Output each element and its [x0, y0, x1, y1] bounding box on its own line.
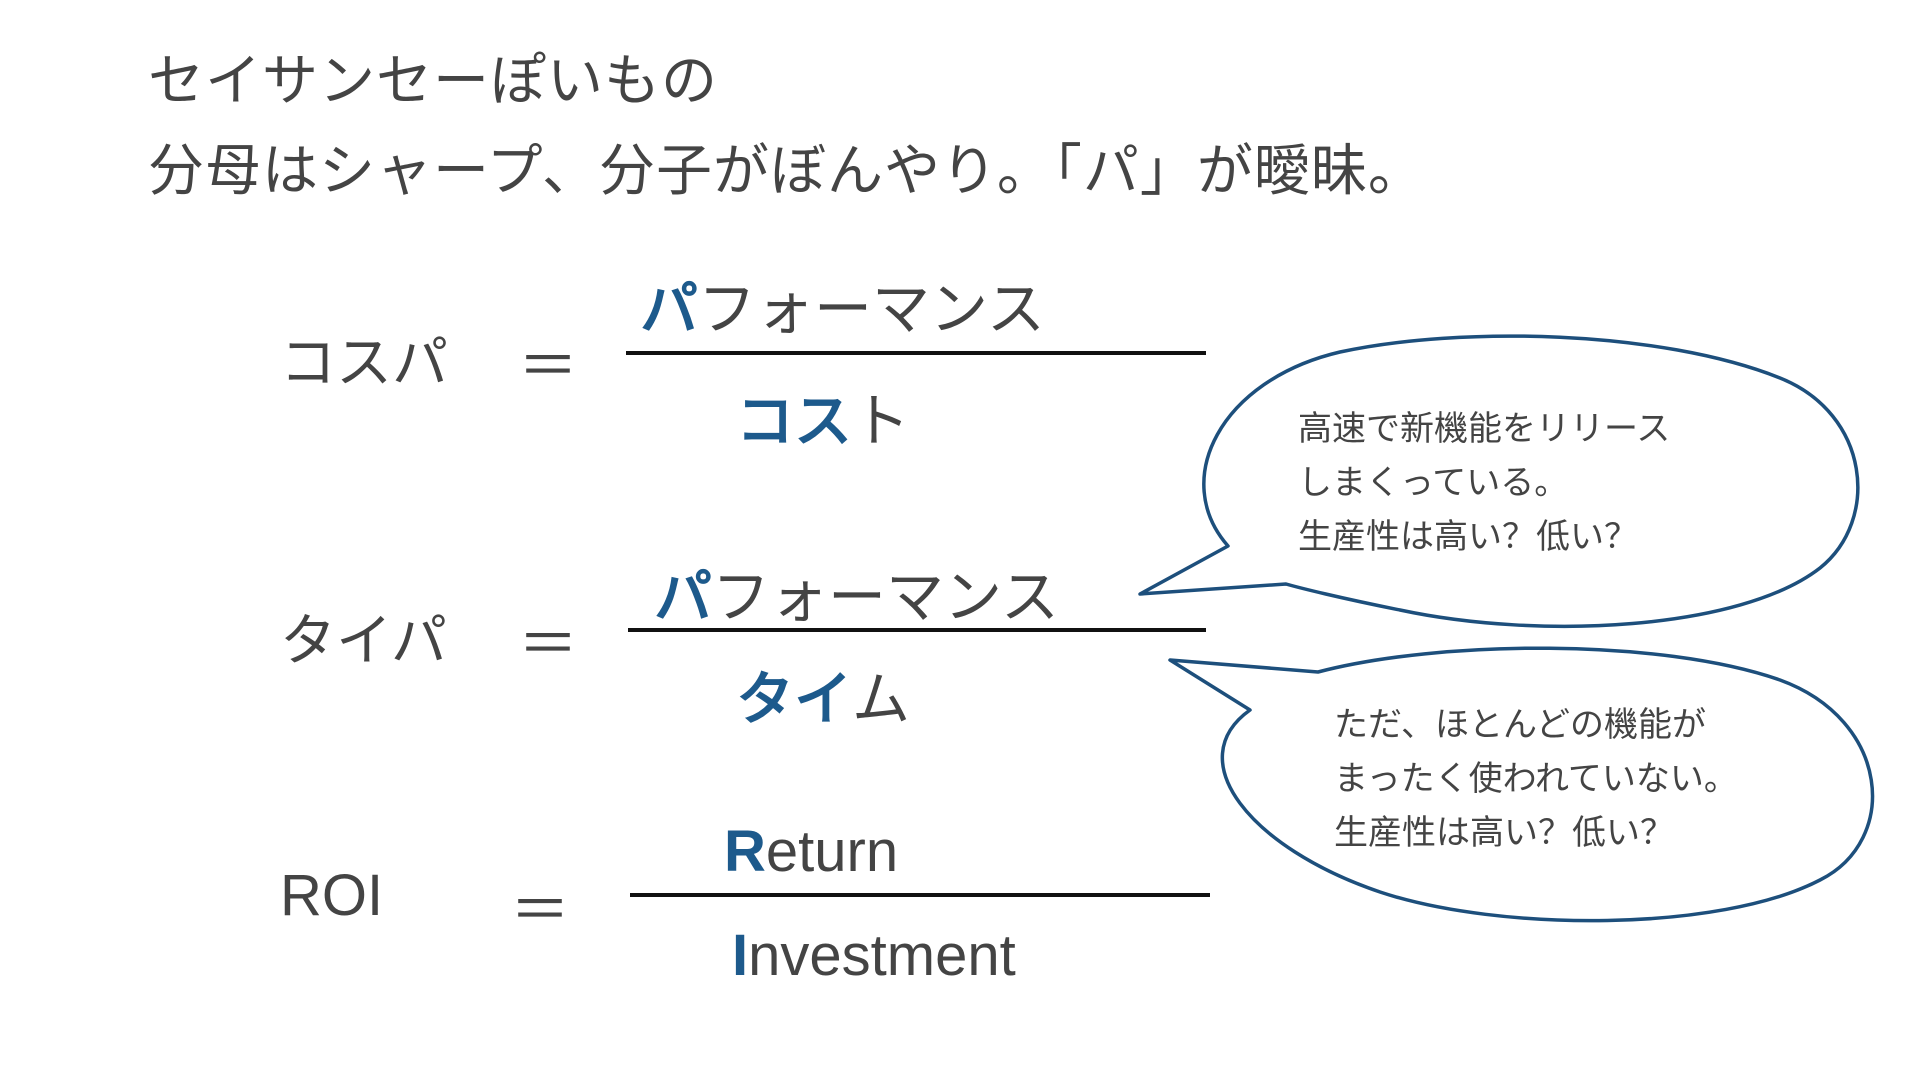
denominator-rest: ト: [852, 387, 911, 455]
formula-roi-equals: ＝: [510, 876, 570, 946]
heading-line-2: 分母はシャープ、分子がぼんやり。「パ」が曖昧。: [148, 139, 1425, 204]
formula-cospa-label: コスパ: [280, 331, 448, 396]
formula-taipa-numerator: パフォーマンス: [654, 550, 1059, 634]
formula-roi-label: ROI: [280, 863, 384, 928]
bubble-1-line-1: 高速で新機能をリリース: [1298, 409, 1671, 449]
bubble-2-line-3: 生産性は高い？低い？: [1334, 813, 1674, 853]
denominator-highlight: コス: [736, 387, 853, 455]
denominator-highlight: タイ: [736, 665, 853, 733]
formula-cospa-numerator: パフォーマンス: [640, 262, 1045, 346]
numerator-rest: フォーマンス: [712, 563, 1059, 631]
numerator-highlight: パ: [654, 563, 713, 631]
speech-bubble-1-shape: [1138, 334, 1860, 629]
numerator-highlight: R: [724, 819, 766, 884]
formula-taipa-denominator: タイム: [736, 652, 910, 736]
heading-line-1: セイサンセーぽいもの: [148, 49, 718, 114]
formula-taipa-equals: ＝: [518, 610, 578, 680]
speech-bubble-2-text: ただ、ほとんどの機能が まったく使われていない。 生産性は高い？低い？: [1334, 698, 1738, 860]
formula-roi-fraction-bar: [630, 893, 1210, 897]
bubble-1-line-3: 生産性は高い？低い？: [1298, 517, 1638, 557]
formula-taipa-fraction-bar: [628, 628, 1206, 632]
bubble-1-line-2: しまくっている。: [1298, 463, 1569, 503]
formula-roi-numerator: Return: [724, 818, 898, 885]
formula-cospa-equals: ＝: [518, 332, 578, 402]
formula-cospa-denominator: コスト: [736, 374, 910, 458]
formula-cospa-fraction-bar: [626, 351, 1206, 355]
numerator-rest: eturn: [765, 819, 899, 884]
denominator-rest: ム: [852, 665, 911, 733]
denominator-rest: nvestment: [748, 923, 1016, 988]
speech-bubble-1-text: 高速で新機能をリリース しまくっている。 生産性は高い？低い？: [1298, 402, 1670, 564]
denominator-highlight: I: [732, 923, 749, 988]
formula-roi-denominator: Investment: [732, 922, 1016, 989]
formula-taipa-label: タイパ: [280, 609, 447, 674]
numerator-highlight: パ: [640, 275, 699, 343]
speech-bubble-2-shape: [1168, 646, 1875, 923]
bubble-2-line-2: まったく使われていない。: [1334, 759, 1738, 799]
numerator-rest: フォーマンス: [698, 275, 1045, 343]
bubble-2-line-1: ただ、ほとんどの機能が: [1334, 705, 1706, 745]
